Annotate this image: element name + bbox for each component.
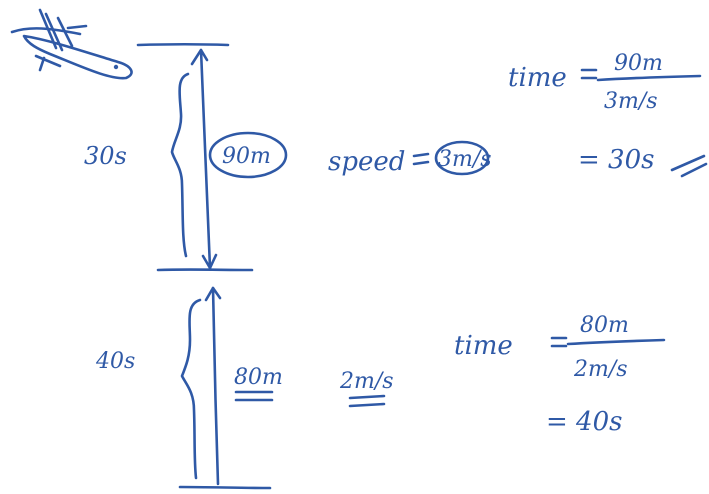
lower-brace [180, 298, 202, 480]
upper-speed-value: 3m/s [438, 147, 492, 172]
upper-calc-fraction-bar [596, 74, 702, 82]
lower-calc-result: = 40s [546, 407, 622, 437]
upper-distance-circle [208, 131, 288, 179]
upper-result-underline [670, 154, 708, 178]
upper-speed-circle [434, 140, 490, 176]
lower-speed-underline [348, 394, 386, 408]
equals-sign [412, 152, 430, 166]
upper-time-label: 30s [84, 142, 127, 170]
upper-distance-label: 90m [222, 144, 271, 169]
upper-distance-arrow [199, 48, 212, 270]
lower-calc-denominator: 2m/s [573, 357, 628, 382]
lower-distance-underline [234, 390, 274, 402]
lower-calc-fraction-bar [566, 338, 666, 346]
lower-distance-label: 80m [234, 365, 283, 390]
lower-distance-arrow [211, 286, 220, 486]
upper-calc-result: = 30s [578, 145, 654, 175]
lower-calc-numerator: 80m [580, 313, 629, 338]
upper-arrowhead-top [190, 48, 209, 66]
lower-calc-label: time [454, 331, 513, 361]
airplane-icon [10, 8, 133, 80]
lower-speed-value: 2m/s [339, 369, 394, 394]
upper-calc-denominator: 3m/s [604, 89, 658, 114]
lower-time-label: 40s [95, 349, 135, 374]
upper-speed-label: speed [328, 147, 405, 177]
lower-calc-equals [550, 336, 568, 348]
upper-calc-numerator: 90m [614, 51, 663, 76]
top-line [136, 42, 230, 47]
lower-arrowhead-top [204, 286, 222, 302]
bottom-line [178, 485, 272, 490]
upper-brace [170, 72, 190, 258]
upper-calc-equals [580, 68, 598, 80]
upper-arrowhead-bottom [201, 253, 218, 270]
upper-calc-label: time [508, 63, 567, 93]
